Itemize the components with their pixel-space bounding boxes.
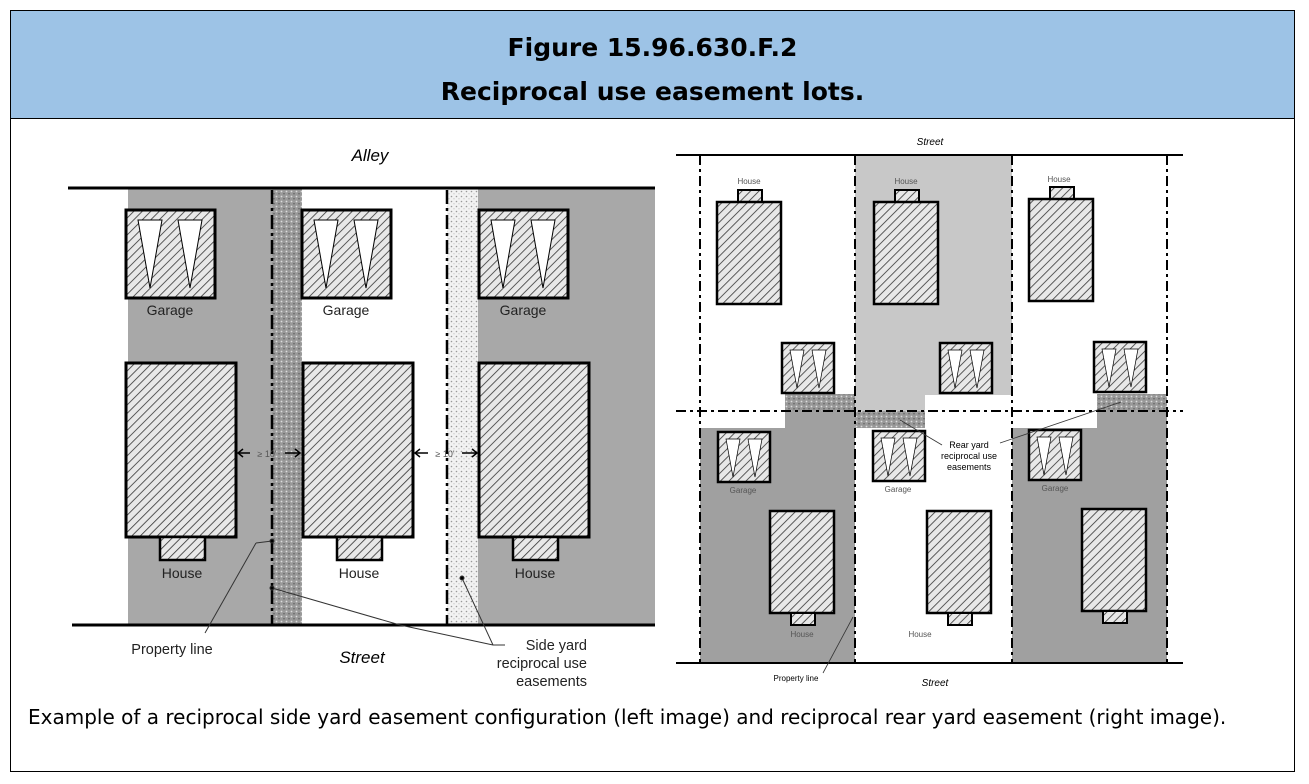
property-line-label: Property line	[774, 674, 819, 683]
garage-top-2	[938, 341, 994, 395]
setback-label: ≥ 10'	[435, 449, 454, 459]
easement-label-line3: easements	[516, 674, 587, 690]
garage-3	[477, 208, 570, 300]
garage-bottom-2	[871, 429, 927, 483]
property-lines	[676, 155, 1183, 663]
house-2	[301, 361, 415, 562]
house-label: House	[1047, 175, 1071, 184]
house-label: House	[162, 565, 203, 581]
side-easement-2	[447, 188, 478, 625]
house-label: House	[894, 177, 918, 186]
leader-lines	[822, 401, 1122, 674]
garage-2	[300, 208, 393, 300]
rear-yard-easement-diagram: Street Street House House House Garage G…	[676, 137, 1183, 689]
bottom-street-label: Street	[922, 678, 950, 689]
side-yard-easement-diagram: Alley Street Garage Garage Garage House …	[68, 146, 655, 690]
figure-header: Figure 15.96.630.F.2 Reciprocal use ease…	[11, 11, 1294, 119]
garage-label: Garage	[1042, 484, 1069, 493]
side-easement-1	[272, 188, 302, 625]
leader-lines	[204, 538, 505, 646]
house-label: House	[339, 565, 380, 581]
house-top-2	[872, 188, 940, 306]
house-label: House	[908, 630, 932, 639]
easement-label-line2: reciprocal use	[497, 656, 587, 672]
figure-frame: Figure 15.96.630.F.2 Reciprocal use ease…	[10, 10, 1295, 772]
house-top-1	[715, 188, 783, 306]
house-bottom-1	[768, 509, 836, 627]
garage-label: Garage	[500, 302, 547, 318]
garage-label: Garage	[323, 302, 370, 318]
figure-title: Reciprocal use easement lots.	[440, 77, 865, 106]
house-label: House	[515, 565, 556, 581]
rear-easement-2	[855, 411, 925, 428]
garage-label: Garage	[885, 485, 912, 494]
garage-1	[124, 208, 217, 300]
property-line-label: Property line	[131, 642, 212, 658]
rear-easement-1	[785, 394, 855, 411]
house-label: House	[737, 177, 761, 186]
house-3	[477, 361, 591, 562]
easement-label-line1: Rear yard	[949, 440, 989, 450]
rear-easement-3	[1097, 394, 1167, 411]
easement-label-line1: Side yard	[526, 638, 587, 654]
garage-label: Garage	[730, 486, 757, 495]
figure-number: Figure 15.96.630.F.2	[507, 33, 798, 62]
setback-dimension-1	[236, 448, 302, 458]
house-1	[124, 361, 238, 562]
figure-caption: Example of a reciprocal side yard easeme…	[28, 705, 1227, 729]
house-label: House	[790, 630, 814, 639]
garage-bottom-3	[1027, 428, 1083, 482]
house-top-3	[1027, 185, 1095, 303]
house-bottom-3	[1080, 507, 1148, 625]
easement-label-line3: easements	[947, 462, 992, 472]
alley-label: Alley	[351, 146, 390, 165]
garage-bottom-1	[716, 430, 772, 484]
easement-label-line2: reciprocal use	[941, 451, 997, 461]
setback-dimension-2	[413, 448, 479, 458]
setback-label: ≥ 10'	[257, 449, 276, 459]
street-label: Street	[339, 648, 386, 667]
garage-top-1	[780, 341, 836, 395]
garage-label: Garage	[147, 302, 194, 318]
garage-top-3	[1092, 340, 1148, 394]
top-street-label: Street	[917, 137, 945, 148]
house-bottom-2	[925, 509, 993, 627]
